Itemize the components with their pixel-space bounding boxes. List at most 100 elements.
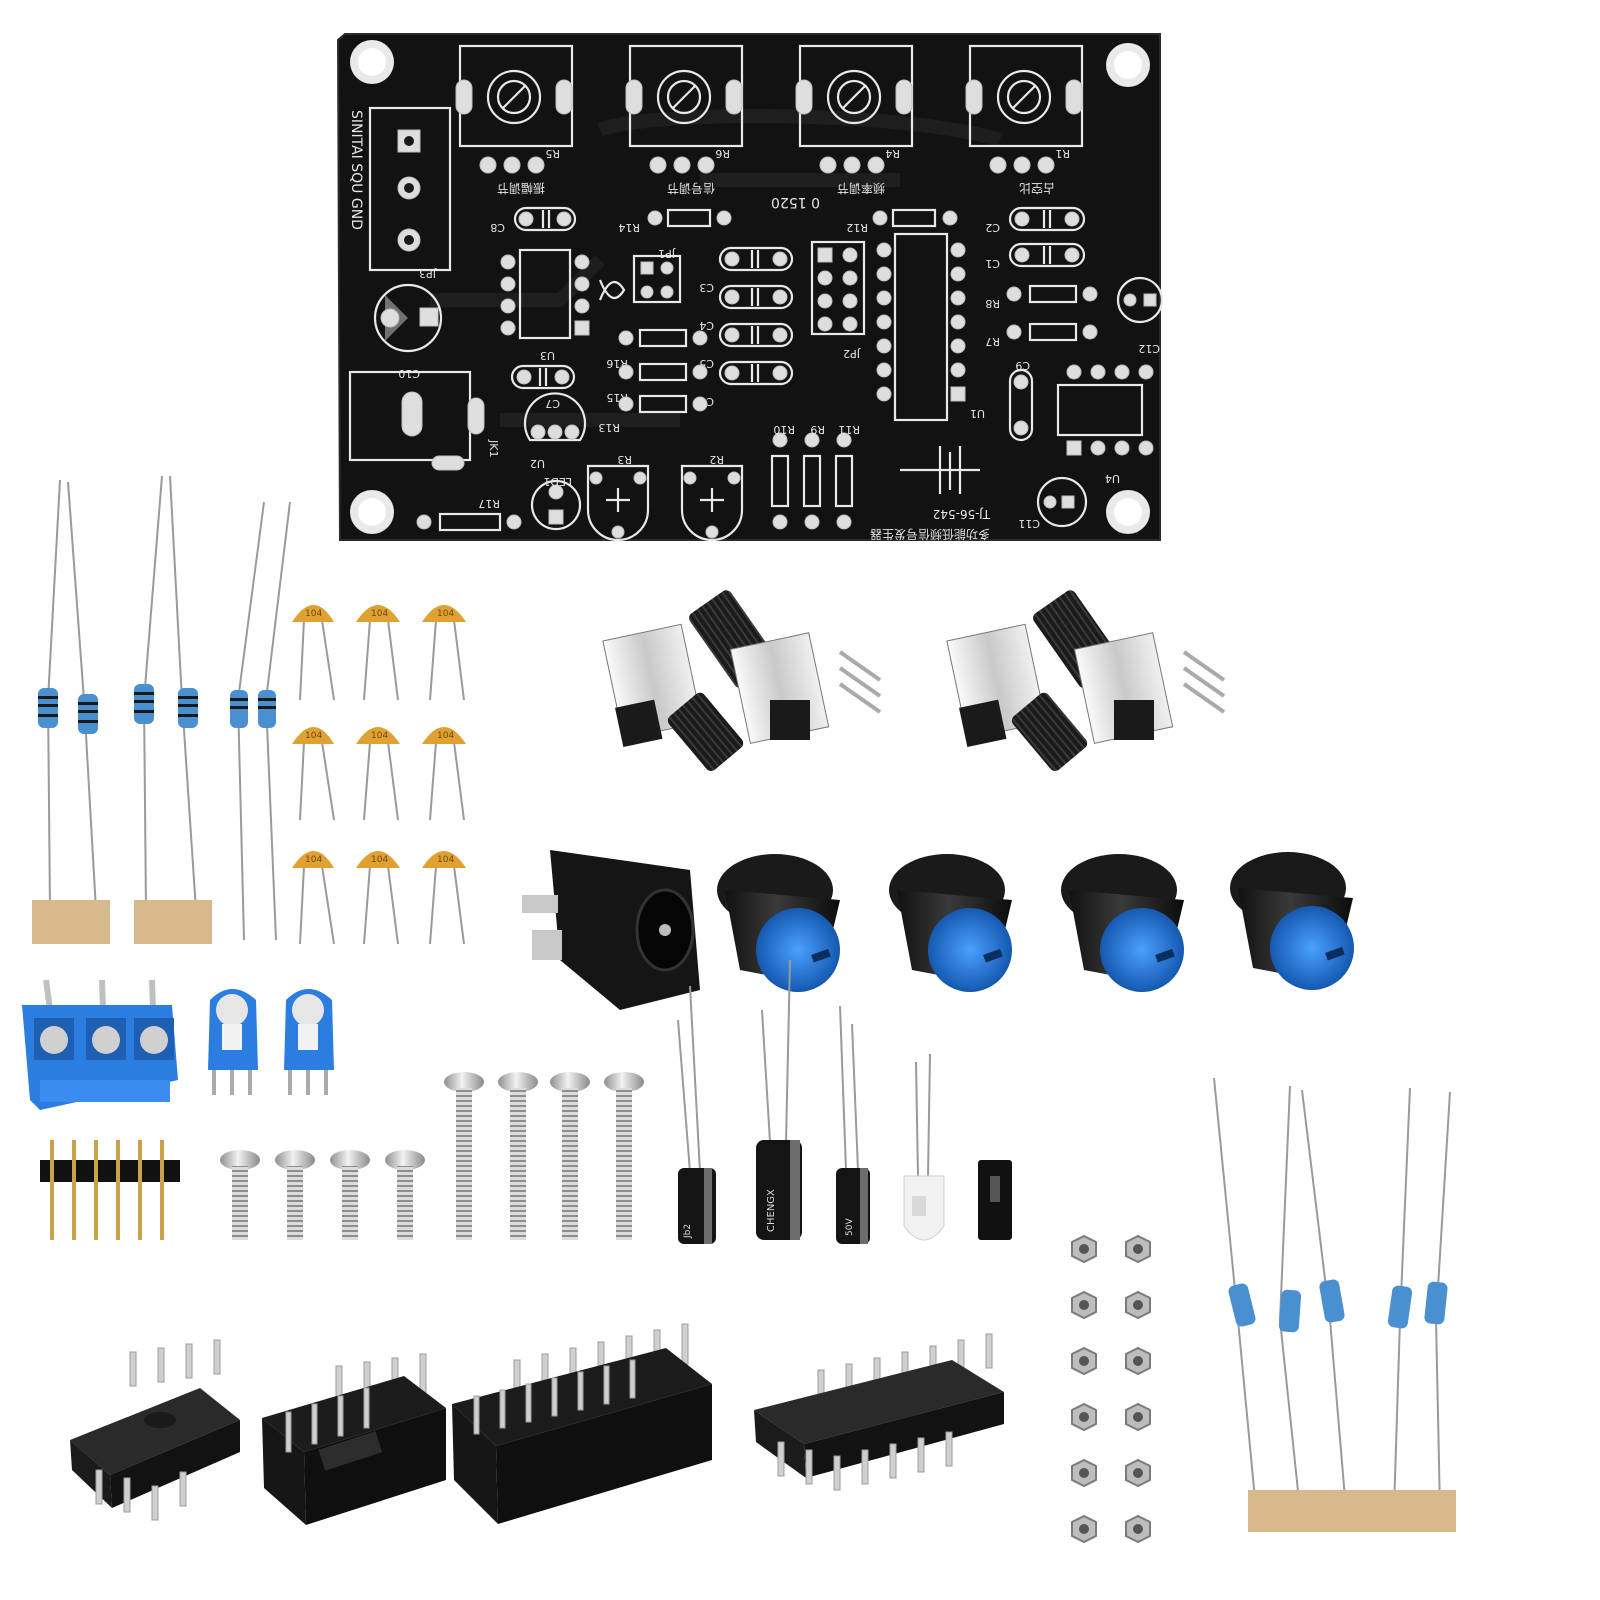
ic-socket-dip8 (262, 1353, 446, 1525)
cap-footprint-c4: C4 (699, 284, 794, 332)
svg-text:频率调节: 频率调节 (837, 181, 885, 196)
res-footprint-r8: R8 (985, 284, 1098, 310)
svg-text:104: 104 (437, 731, 454, 741)
ceramic-capacitor: 104 (422, 851, 466, 945)
svg-text:U3: U3 (540, 349, 555, 362)
svg-text:R8: R8 (985, 297, 1000, 310)
svg-text:LED1: LED1 (543, 475, 572, 488)
ceramic-capacitor: 104 (356, 727, 400, 821)
svg-text:U1: U1 (970, 407, 985, 420)
resistor-pair (230, 501, 291, 941)
screw-short (220, 1150, 260, 1240)
model-label: TJ-56-542 (933, 507, 991, 521)
trimmer-footprint-r2: R2 (680, 453, 744, 542)
svg-text:104: 104 (371, 731, 388, 741)
svg-text:JP2: JP2 (843, 347, 861, 360)
svg-text:R1: R1 (1055, 147, 1070, 160)
res-footprint-r10: R10 (770, 423, 795, 530)
capacitor-footprint-c11: C11 (1018, 476, 1088, 530)
knob-cap (1061, 854, 1184, 992)
ceramic-capacitor: 104 (356, 851, 400, 945)
svg-text:R13: R13 (598, 421, 620, 434)
electrolytic-capacitor: CHENGX (756, 959, 802, 1240)
potentiometer (946, 590, 1226, 772)
board-code: 0 1520 (771, 194, 820, 210)
svg-text:JP3: JP3 (419, 267, 437, 280)
res-footprint-r13: R13 (598, 394, 708, 434)
ic-dip8 (70, 1339, 240, 1521)
svg-text:104: 104 (437, 855, 454, 865)
res-footprint-r12: R12 (846, 208, 958, 234)
screw-short (385, 1150, 425, 1240)
pot-footprint-r4: R4 频率调节 (795, 44, 914, 196)
svg-text:C11: C11 (1018, 517, 1040, 530)
screw-short (275, 1150, 315, 1240)
cap-footprint-c3: C3 (699, 246, 794, 294)
svg-text:R17: R17 (478, 497, 500, 510)
svg-text:C4: C4 (699, 319, 714, 332)
svg-text:R11: R11 (838, 423, 860, 436)
ceramic-capacitor: 104 (292, 727, 335, 821)
ceramic-capacitor: 104 (292, 851, 335, 945)
svg-text:信号调节: 信号调节 (667, 181, 715, 195)
hex-nuts (1071, 1234, 1151, 1544)
resistor-pair-taped (134, 475, 212, 944)
trimmer-potentiometer (208, 989, 258, 1095)
trimmer-footprint-r3: R3 (586, 453, 650, 542)
svg-text:104: 104 (371, 609, 388, 619)
svg-text:JP1: JP1 (658, 247, 676, 260)
cap-footprint-c7: C7 (510, 364, 576, 410)
svg-text:R2: R2 (709, 453, 724, 466)
svg-text:U2: U2 (530, 457, 545, 470)
electrolytic-capacitor: 50V (836, 1005, 870, 1244)
svg-text:C9: C9 (1015, 359, 1030, 372)
terminal-footprint-jp3: SINITAI SQU GND JP3 (348, 106, 452, 280)
ceramic-capacitor-group: 104 104 104 104 104 104 104 104 104 (292, 605, 466, 945)
pot-footprint-r6: R6 信号调节 (625, 44, 744, 195)
svg-text:C10: C10 (398, 367, 420, 380)
res-footprint-r17: R17 (416, 497, 522, 532)
resistor-strip-taped (1213, 1077, 1456, 1532)
ic-footprint-u3: U3 (500, 248, 590, 362)
trimmer-potentiometer (284, 989, 334, 1095)
cap-footprint-c2: C2 (985, 206, 1086, 234)
res-footprint-r11: R11 (834, 423, 860, 530)
svg-text:C2: C2 (985, 221, 1000, 234)
svg-text:CHENGX: CHENGX (766, 1189, 777, 1232)
svg-text:JK1: JK1 (487, 439, 500, 457)
board-logo (900, 446, 980, 494)
screw-long (550, 1072, 590, 1240)
svg-text:R5: R5 (545, 147, 560, 160)
potentiometer (602, 590, 882, 772)
svg-text:R9: R9 (810, 423, 825, 436)
header-label: SINITAI SQU GND (348, 110, 364, 230)
svg-text:R3: R3 (617, 453, 632, 466)
svg-text:C8: C8 (490, 221, 505, 234)
ceramic-capacitor: 104 (356, 605, 400, 701)
knob-cap (1230, 852, 1354, 990)
resistor-pair-taped (32, 479, 110, 944)
capacitor-footprint-c10: C10 (373, 283, 443, 380)
screw-long (444, 1072, 484, 1240)
screw-short (330, 1150, 370, 1240)
res-footprint-r14: R14 (618, 208, 732, 234)
ic-footprint-u4: U4 (1056, 364, 1154, 485)
ceramic-capacitor: 104 (422, 727, 466, 821)
ic-dip14 (754, 1333, 1004, 1491)
svg-text:104: 104 (371, 855, 388, 865)
mounting-hole (1106, 490, 1150, 534)
led-footprint: LED1 (530, 475, 582, 531)
ceramic-capacitor: 104 (292, 605, 335, 701)
svg-text:R4: R4 (885, 147, 900, 160)
svg-text:104: 104 (305, 855, 322, 865)
header-footprint-jp2: JP2 (810, 240, 866, 360)
mounting-hole (350, 40, 394, 84)
svg-text:振幅调节: 振幅调节 (497, 181, 545, 196)
screw-long (498, 1072, 538, 1240)
svg-text:C12: C12 (1138, 342, 1160, 355)
svg-text:50V: 50V (845, 1218, 855, 1236)
svg-text:占空比: 占空比 (1019, 181, 1055, 196)
svg-text:C3: C3 (699, 281, 714, 294)
svg-text:U4: U4 (1105, 472, 1120, 485)
board-title: 多功能低频信号发生器 (870, 527, 990, 542)
